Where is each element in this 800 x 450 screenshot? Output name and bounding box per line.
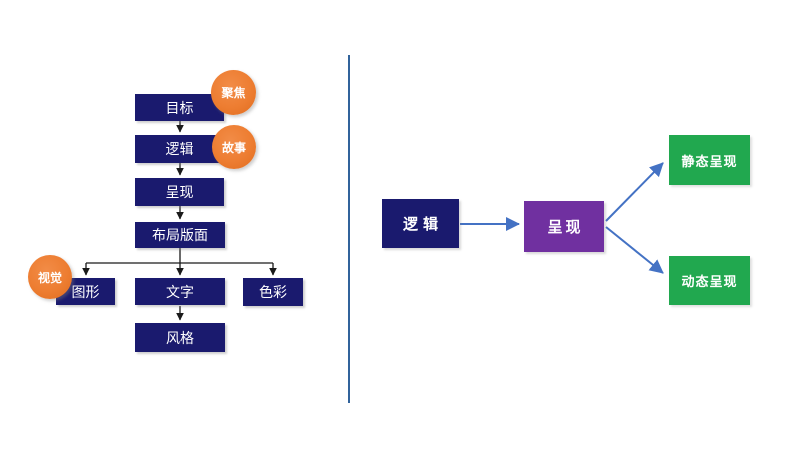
node-color: 色彩 (243, 278, 303, 306)
node-right-logic: 逻辑 (382, 199, 459, 248)
badge-story: 故事 (212, 125, 256, 169)
node-dynamic-present: 动态呈现 (669, 256, 750, 305)
node-right-present: 呈现 (524, 201, 604, 252)
node-logic: 逻辑 (135, 135, 224, 163)
node-text: 文字 (135, 278, 225, 305)
node-present: 呈现 (135, 178, 224, 206)
node-static-present: 静态呈现 (669, 135, 750, 185)
node-style: 风格 (135, 323, 225, 352)
node-layout: 布局版面 (135, 222, 225, 248)
badge-visual: 视觉 (28, 255, 72, 299)
badge-focus: 聚焦 (211, 70, 256, 115)
node-goal: 目标 (135, 94, 224, 121)
